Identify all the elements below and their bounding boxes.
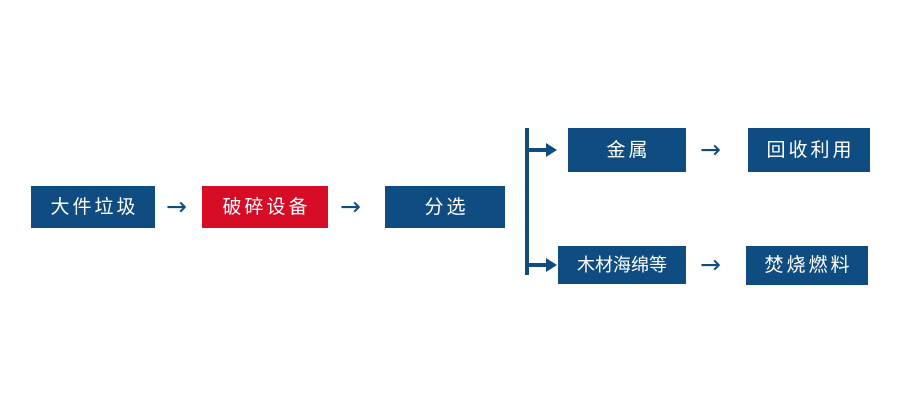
fork-branch-top xyxy=(525,148,549,152)
fork-spine xyxy=(525,128,529,275)
node-input[interactable]: 大件垃圾 xyxy=(31,186,155,228)
node-sorting[interactable]: 分选 xyxy=(385,186,505,228)
node-fuel[interactable]: 焚烧燃料 xyxy=(746,246,868,285)
fork-branch-bottom xyxy=(525,263,549,267)
node-crusher[interactable]: 破碎设备 xyxy=(202,186,328,228)
arrow-wood-to-fuel: → xyxy=(700,250,721,279)
fork-arrowhead-bottom xyxy=(546,258,557,272)
fork-arrowhead-top xyxy=(546,143,557,157)
node-metal[interactable]: 金属 xyxy=(568,128,686,172)
node-wood[interactable]: 木材海绵等 xyxy=(558,246,686,284)
node-recycle[interactable]: 回收利用 xyxy=(748,128,870,172)
arrow-metal-to-recycle: → xyxy=(700,135,721,164)
arrow-crusher-to-sorting: → xyxy=(340,192,361,221)
arrow-input-to-crusher: → xyxy=(166,192,187,221)
